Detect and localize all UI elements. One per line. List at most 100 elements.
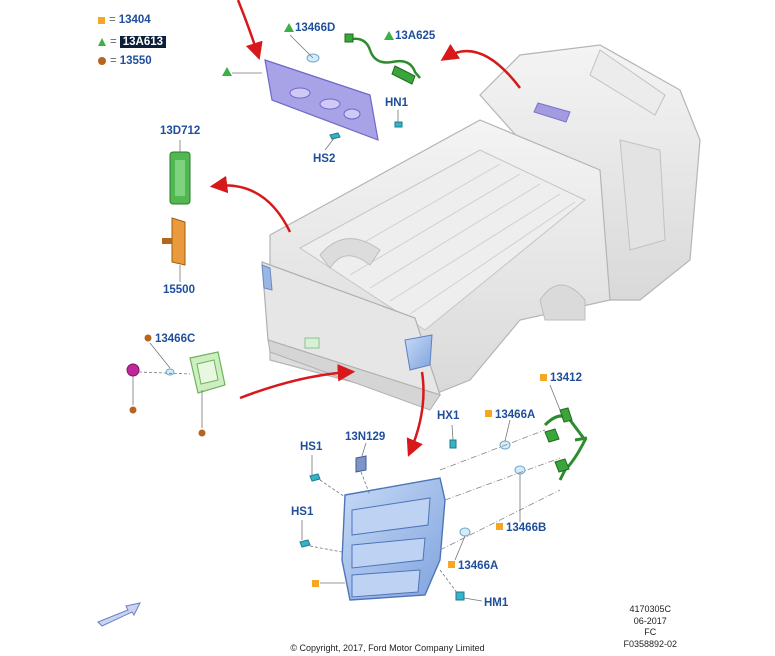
square-icon xyxy=(98,16,105,24)
harness-connector-bottom xyxy=(554,458,570,473)
lamp-lens-right xyxy=(343,108,361,120)
callout-13A625: 13A625 xyxy=(395,30,436,42)
leader-line xyxy=(439,569,459,595)
arrow-to-side-lamps xyxy=(209,175,292,233)
bed-ribs xyxy=(329,163,576,315)
tail-lamp-middle-lens xyxy=(351,537,426,569)
circle-marker-icon xyxy=(144,334,152,342)
tail-lamp-lower-lens xyxy=(351,569,421,598)
legend-row-circle: = 13550 xyxy=(98,54,152,68)
copyright-notice: © Copyright, 2017, Ford Motor Company Li… xyxy=(290,643,485,653)
circle-icon xyxy=(98,57,106,65)
triangle-marker-icon xyxy=(284,23,294,32)
legend-equals: = xyxy=(109,14,116,26)
legend-code-highlighted: 13A613 xyxy=(119,36,167,48)
screw-HS1-bottom xyxy=(299,539,311,548)
square-marker-icon xyxy=(485,410,492,417)
leader-line xyxy=(361,442,367,457)
lamp-15500-socket xyxy=(162,238,172,244)
callout-13D712: 13D712 xyxy=(160,125,200,137)
callout-HN1: HN1 xyxy=(385,97,409,109)
callout-HS1-top: HS1 xyxy=(300,441,323,453)
bed-floor xyxy=(299,149,586,331)
bulb xyxy=(165,368,175,376)
callout-HS2: HS2 xyxy=(313,153,335,165)
legend-equals: = xyxy=(110,55,117,67)
triangle-marker-icon xyxy=(384,31,394,40)
high-mount-stop-lamp xyxy=(264,59,379,141)
leader-line xyxy=(549,384,561,411)
circle-marker-icon xyxy=(198,429,206,437)
wheel-well-hump xyxy=(319,238,381,269)
lamp-lens-center xyxy=(319,98,341,110)
square-marker-icon xyxy=(496,523,503,530)
side-marker-assemblies xyxy=(126,140,226,437)
callout-15500: 15500 xyxy=(163,284,195,296)
drawing-ref: 4170305C xyxy=(629,604,671,614)
callout-HS1-bottom: HS1 xyxy=(291,506,314,518)
arrow-to-license-lamp xyxy=(239,364,356,400)
truck-left-tail-lamp xyxy=(261,264,273,291)
lamp-13D712-lens xyxy=(175,160,185,196)
clip-HX1 xyxy=(449,439,457,449)
leader-line xyxy=(138,371,191,375)
legend-row-triangle: = 13A613 xyxy=(98,35,167,49)
bulb-13466A-bottom xyxy=(459,527,471,537)
arrow-from-cab-lamp xyxy=(440,43,521,89)
callout-13412: 13412 xyxy=(550,372,582,384)
lamp-15500 xyxy=(171,217,186,266)
callout-HM1: HM1 xyxy=(484,597,509,609)
legend-row-square: = 13404 xyxy=(98,13,151,27)
truck-license-lamp xyxy=(304,337,320,349)
legend-equals: = xyxy=(110,36,117,48)
arrow-to-high-mount-lamp xyxy=(236,0,263,61)
pickup-truck xyxy=(261,44,701,411)
drawing-code: FC xyxy=(644,627,657,637)
drawing-id: F0358892-02 xyxy=(623,638,677,649)
leader-line xyxy=(463,597,483,602)
truck-right-tail-lamp xyxy=(404,334,433,371)
square-marker-icon xyxy=(312,580,319,587)
high-mount-stop-lamp-assembly xyxy=(222,33,421,151)
cab-door xyxy=(619,139,666,251)
callout-13466A-bottom: 13466A xyxy=(458,560,498,572)
location-arrows xyxy=(209,0,521,457)
callout-13466C: 13466C xyxy=(155,333,195,345)
callout-13466D: 13466D xyxy=(295,22,335,34)
vehicle-front-direction-arrow-icon xyxy=(97,602,141,627)
leader-line xyxy=(504,419,511,442)
legend-code: 13550 xyxy=(119,55,152,67)
assembly-guide-lines xyxy=(439,429,561,551)
circle-marker-icon xyxy=(129,406,137,414)
leader-line xyxy=(324,136,336,151)
arrow-to-tail-lamp xyxy=(406,371,425,457)
drawing-reference-block: 4170305C 06-2017 FC F0358892-02 xyxy=(623,604,677,650)
leader-line xyxy=(454,535,466,561)
triangle-marker-icon xyxy=(222,67,232,76)
square-marker-icon xyxy=(540,374,547,381)
leader-line xyxy=(149,342,171,369)
bulb-socket xyxy=(126,363,140,377)
nut-HN1 xyxy=(394,121,403,128)
callout-HX1: HX1 xyxy=(437,410,460,422)
harness-connector xyxy=(391,65,416,85)
harness-branch xyxy=(574,436,588,442)
screw-HS1-top xyxy=(309,473,321,482)
rear-wheel-arch xyxy=(539,284,586,321)
bracket-13N129 xyxy=(355,455,367,473)
lamp-lens-left xyxy=(289,87,311,99)
harness-wire xyxy=(346,37,421,79)
drawing-date: 06-2017 xyxy=(633,615,667,626)
harness-connector-top xyxy=(559,407,573,423)
cab-high-mount-lamp xyxy=(533,102,571,123)
screw-HS2 xyxy=(329,132,341,140)
license-lamp-lens xyxy=(196,359,219,385)
square-marker-icon xyxy=(448,561,455,568)
callout-labels: 13466D 13A625 HN1 HS2 13D712 15500 13466… xyxy=(155,22,582,609)
harness-connector-left xyxy=(544,428,560,443)
tail-lamp-upper-lens xyxy=(351,497,431,536)
callout-13466B: 13466B xyxy=(506,522,546,534)
cab-roof xyxy=(589,49,666,116)
harness-plug xyxy=(344,33,354,43)
